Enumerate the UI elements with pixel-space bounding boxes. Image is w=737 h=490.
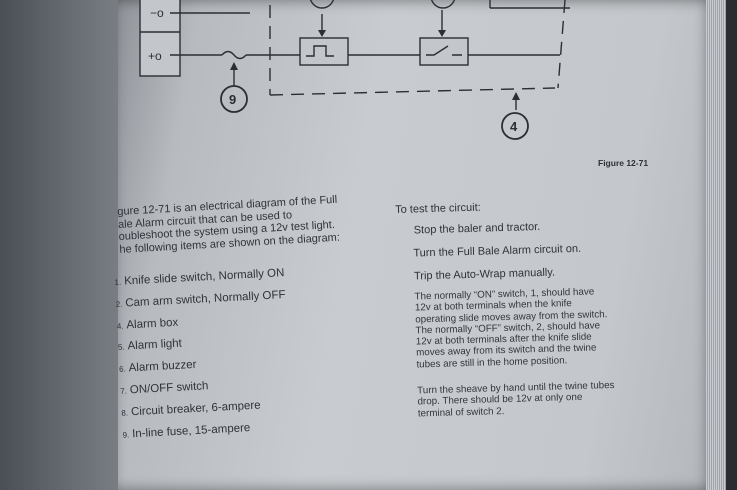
item-label: Cam arm switch, Normally OFF — [125, 288, 286, 310]
arrowhead-fuse — [230, 62, 238, 70]
fuse-symbol — [221, 50, 247, 60]
item-label: Alarm box — [126, 316, 179, 332]
item-number: 1. — [114, 277, 122, 287]
circuit-diagram: −o +o 9 4 — [139, 0, 570, 140]
callout-4-label: 4 — [510, 119, 518, 134]
dashed-boundary-right — [557, 0, 566, 89]
procedure-heading: To test the circuit: — [395, 201, 481, 216]
item-number: 7. — [120, 386, 128, 396]
callout-top-2 — [431, 0, 455, 9]
item-label: In-line fuse, 15-ampere — [131, 421, 251, 440]
item-number: 8. — [121, 408, 129, 418]
figure-caption: Figure 12-71 — [598, 158, 649, 168]
item-number: 2. — [115, 299, 123, 309]
arrowhead-switch-1 — [318, 30, 326, 37]
switch-2-symbol — [426, 45, 462, 56]
procedure-block-2: Turn the sheave by hand until the twine … — [417, 380, 615, 419]
callout-top-1 — [310, 0, 334, 9]
terminal-positive: +o — [148, 49, 162, 63]
switch-2-box — [419, 37, 469, 66]
facing-page — [0, 0, 128, 490]
switch-1-symbol — [306, 45, 334, 57]
arrowhead-boundary — [512, 92, 520, 100]
terminal-negative: −o — [150, 6, 164, 20]
item-number: 4. — [116, 321, 124, 331]
callout-circle-9 — [220, 85, 248, 113]
callout-9-label: 9 — [229, 92, 236, 107]
switch-1-box — [299, 37, 349, 66]
item-label: Alarm buzzer — [128, 359, 197, 375]
dashed-boundary-bottom — [269, 87, 556, 96]
item-label: Circuit breaker, 6-ampere — [130, 399, 261, 419]
item-label: Alarm light — [127, 337, 183, 353]
diagram-items-list: 1.Knife slide switch, Normally ON 2.Cam … — [114, 263, 293, 446]
manual-page — [118, 0, 714, 490]
item-label: ON/OFF switch — [129, 380, 209, 397]
item-number: 6. — [118, 364, 127, 375]
item-number: 5. — [117, 342, 125, 353]
book-edge-shadow — [726, 0, 737, 490]
item-label: Knife slide switch, Normally ON — [123, 267, 285, 288]
item-number: 9. — [122, 430, 130, 440]
arrowhead-switch-2 — [438, 30, 446, 37]
procedure-block-1: The normally “ON” switch, 1, should have… — [414, 286, 608, 370]
callout-circle-4 — [501, 112, 529, 140]
